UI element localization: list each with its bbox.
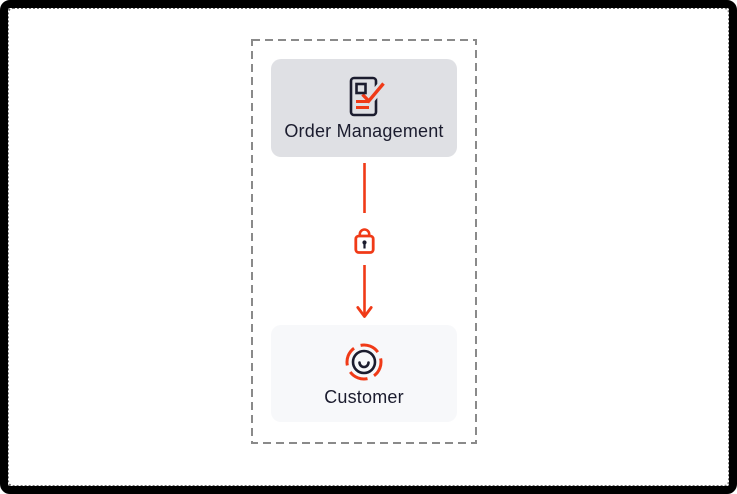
node-customer: Customer — [271, 325, 457, 422]
node-label-order-management: Order Management — [284, 121, 444, 142]
node-label-customer: Customer — [324, 386, 404, 407]
arrow-down-connector — [354, 163, 375, 318]
node-order-management: Order Management — [271, 59, 457, 157]
customer-face-icon — [345, 343, 383, 381]
document-check-icon — [349, 76, 386, 117]
diagram-boundary-dashed-box — [251, 39, 477, 444]
arrowhead-icon — [356, 306, 373, 318]
lock-icon — [354, 228, 375, 254]
